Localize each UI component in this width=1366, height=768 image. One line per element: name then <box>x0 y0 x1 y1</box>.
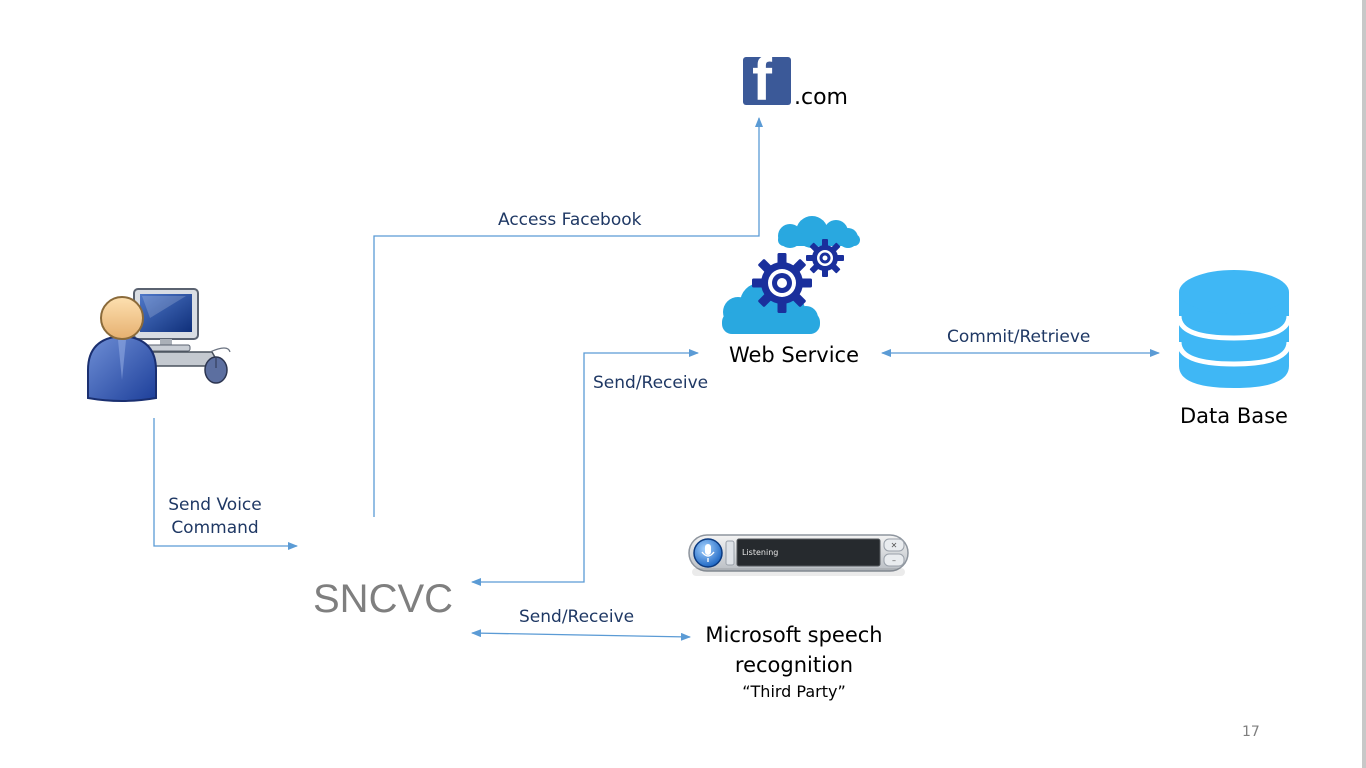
edge-label-voice-command: Send Voice Command <box>150 494 280 540</box>
database-icon <box>1176 270 1292 388</box>
user-computer-icon <box>87 288 231 402</box>
minimize-icon: – <box>892 556 896 565</box>
facebook-logo-letter: f <box>752 46 772 113</box>
edge-voice-command <box>153 418 298 550</box>
speech-recognition-bar: ✕ – Listening <box>688 534 909 576</box>
facebook-logo-icon <box>743 57 791 105</box>
edge-web-service <box>471 349 699 586</box>
third-party-label: “Third Party” <box>742 682 846 701</box>
close-icon: ✕ <box>891 541 898 550</box>
edge-label-voice-line2: Command <box>171 518 259 538</box>
speech-label-line1: Microsoft speech <box>705 623 883 647</box>
edge-label-speech: Send/Receive <box>519 607 635 627</box>
edge-speech <box>471 629 691 641</box>
edge-label-access-facebook: Access Facebook <box>498 210 642 230</box>
speech-recognition-label: Microsoft speech recognition <box>684 620 904 680</box>
facebook-domain-label: .com <box>794 85 848 110</box>
slide-edge <box>1362 0 1366 768</box>
slide-number: 17 <box>1242 724 1260 740</box>
edge-label-web-service: Send/Receive <box>593 373 709 393</box>
web-service-label: Web Service <box>728 343 860 367</box>
database-label: Data Base <box>1180 404 1288 428</box>
speech-bar-status: Listening <box>742 548 778 557</box>
speech-label-line2: recognition <box>734 653 854 677</box>
sncvc-label: SNCVC <box>313 577 454 621</box>
edge-label-voice-line1: Send Voice <box>168 495 262 515</box>
edge-label-database: Commit/Retrieve <box>947 327 1091 347</box>
edge-access-facebook <box>373 117 763 517</box>
cloud-gears-icon <box>722 216 860 334</box>
